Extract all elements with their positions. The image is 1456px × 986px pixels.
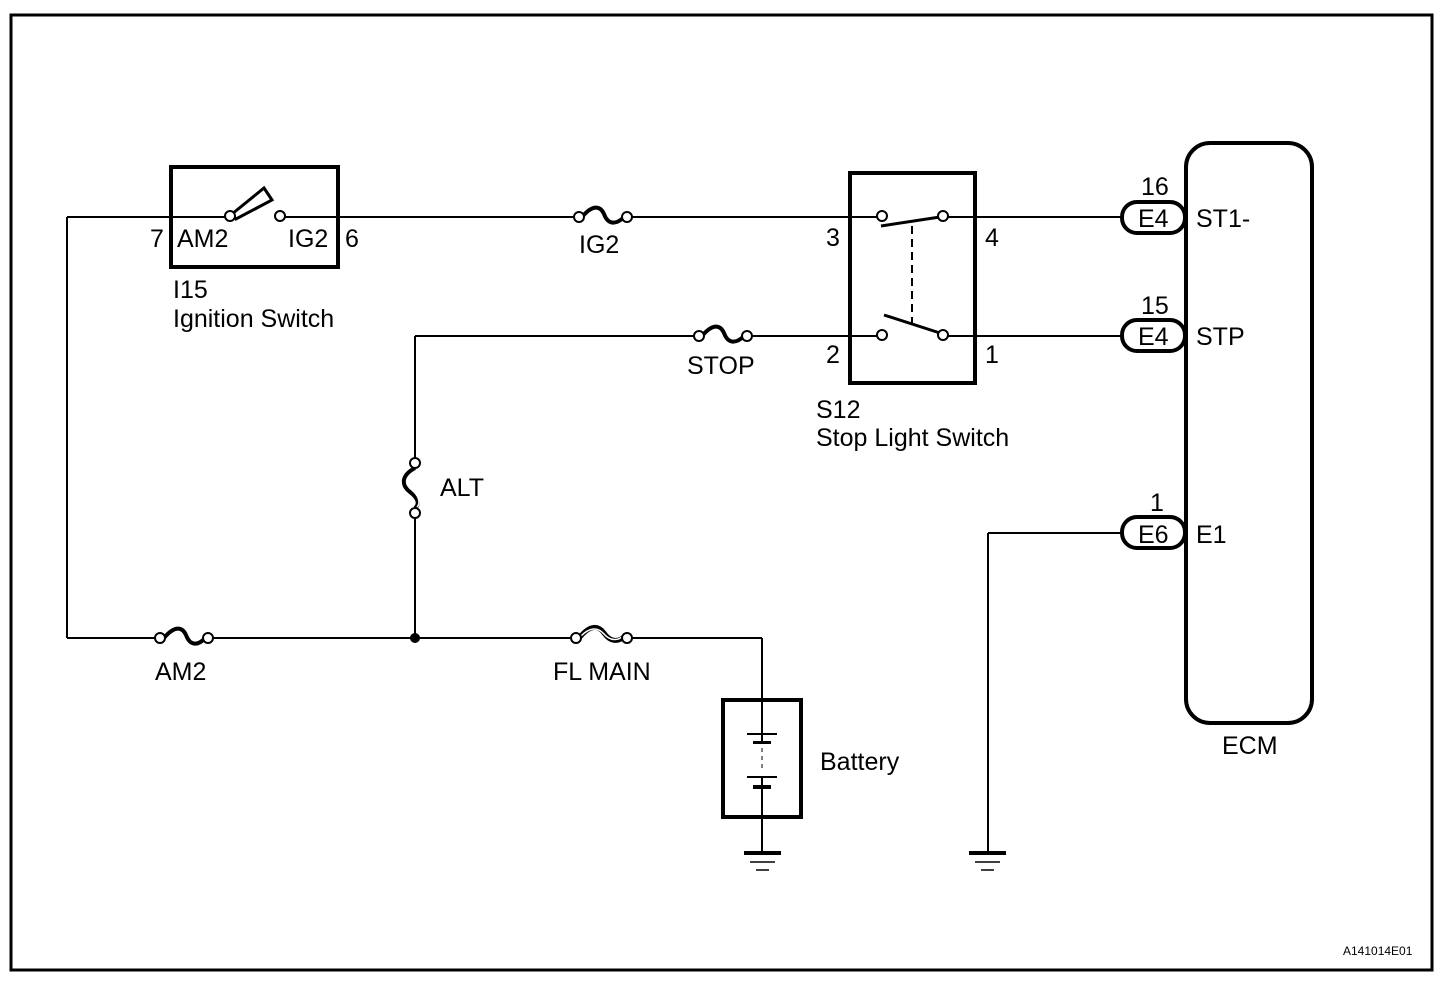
sls-pin-4: 4 <box>985 224 999 252</box>
ign-pin-7: 7 <box>150 225 164 253</box>
battery-label: Battery <box>820 748 900 776</box>
sls-ref: S12 <box>816 396 860 424</box>
ecm-label: ECM <box>1222 732 1278 760</box>
connector-id: E4 <box>1138 323 1169 351</box>
signal-name: STP <box>1196 323 1245 351</box>
connector-id: E6 <box>1138 521 1169 549</box>
sls-pin-3: 3 <box>826 224 840 252</box>
ign-pin-6: 6 <box>345 225 359 253</box>
ecm-connector-stp: E4 15 STP <box>1120 292 1245 353</box>
pin-number: 15 <box>1141 292 1169 320</box>
figure-id: A141014E01 <box>1343 944 1413 958</box>
fuse-alt: ALT <box>401 457 484 519</box>
fuse-fl-main-label: FL MAIN <box>553 658 651 686</box>
ecm-connector-e1: E6 1 E1 <box>1120 489 1227 550</box>
sls-pin-2: 2 <box>826 341 840 369</box>
fuse-alt-label: ALT <box>440 474 484 502</box>
signal-name: E1 <box>1196 521 1227 549</box>
connector-id: E4 <box>1138 205 1169 233</box>
ground-icon <box>969 851 1006 871</box>
fusible-link-icon <box>578 625 626 643</box>
fuse-stop-label: STOP <box>687 352 755 380</box>
fuse-fl-main: FL MAIN <box>553 625 651 686</box>
sls-name: Stop Light Switch <box>816 424 1009 452</box>
fuse-icon <box>700 324 746 344</box>
stop-light-switch: 3 4 2 1 S12 Stop Light Switch <box>816 171 1122 452</box>
fuse-icon <box>162 626 207 646</box>
stop-light-switch-box <box>848 171 977 385</box>
fuse-am2: AM2 <box>154 626 214 686</box>
ign-pin-am2: AM2 <box>177 225 228 253</box>
ecm-connector-st1: E4 16 ST1- <box>1120 173 1250 235</box>
ignition-key-lever-icon <box>229 185 275 221</box>
signal-name: ST1- <box>1196 205 1250 233</box>
ign-name: Ignition Switch <box>173 305 334 333</box>
fuse-ig2: IG2 <box>573 205 633 259</box>
fuse-am2-label: AM2 <box>155 658 206 686</box>
junction-dot <box>410 633 420 643</box>
ign-pin-ig2: IG2 <box>288 225 328 253</box>
fusible-link-icon <box>401 466 420 510</box>
ign-ref: I15 <box>173 276 208 304</box>
battery: Battery <box>721 698 900 819</box>
fuse-ig2-label: IG2 <box>579 231 619 259</box>
fuse-icon <box>580 205 626 225</box>
ground-icon <box>744 851 781 871</box>
diagram-frame <box>9 13 1434 972</box>
ignition-switch: 7 AM2 IG2 6 I15 Ignition Switch <box>67 165 575 333</box>
battery-box <box>721 698 803 819</box>
fuse-stop: STOP <box>687 324 755 380</box>
pin-number: 1 <box>1150 489 1164 517</box>
sls-pin-1: 1 <box>985 341 999 369</box>
ecm: ECM E4 16 ST1- E4 15 STP E6 1 E1 <box>1120 141 1314 760</box>
ecm-box <box>1184 141 1314 725</box>
pin-number: 16 <box>1141 173 1169 201</box>
